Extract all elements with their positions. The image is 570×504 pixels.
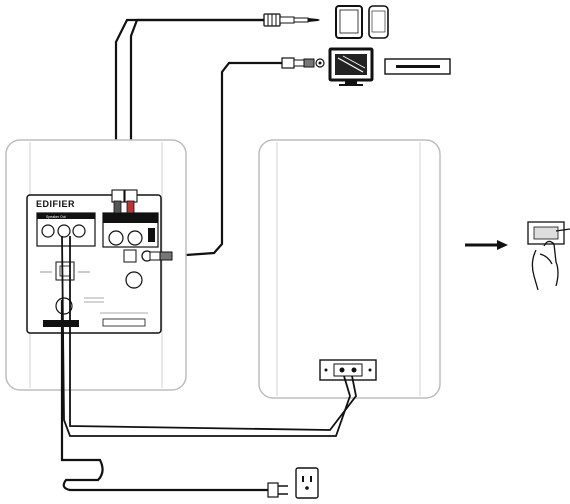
hand-inserting-wire-icon [527,221,570,291]
volume-knob-icon [125,271,143,289]
power-socket-icon [55,297,73,315]
arrow-right-icon [465,240,508,250]
tablet-icon [335,5,363,39]
passive-speaker [258,139,441,399]
input-jack-block [102,212,159,248]
speaker-wire [61,235,357,437]
coaxial-input [123,249,173,263]
certification-marks [102,318,146,327]
computer-monitor-icon [328,47,374,86]
speaker-out-terminal: Speaker Out [36,212,96,247]
phone-icon [368,5,389,39]
speaker-in-terminal [319,359,377,381]
wall-outlet-icon [295,467,319,499]
aux-plug-connector [111,189,138,214]
rca-cable [171,57,325,258]
active-speaker: EDIFIER Speaker Out [5,139,187,391]
speaker-out-label: Speaker Out [46,215,66,219]
cd-player-icon [384,58,451,75]
brand-logo-text: EDIFIER [36,199,75,209]
power-cord [60,300,288,498]
